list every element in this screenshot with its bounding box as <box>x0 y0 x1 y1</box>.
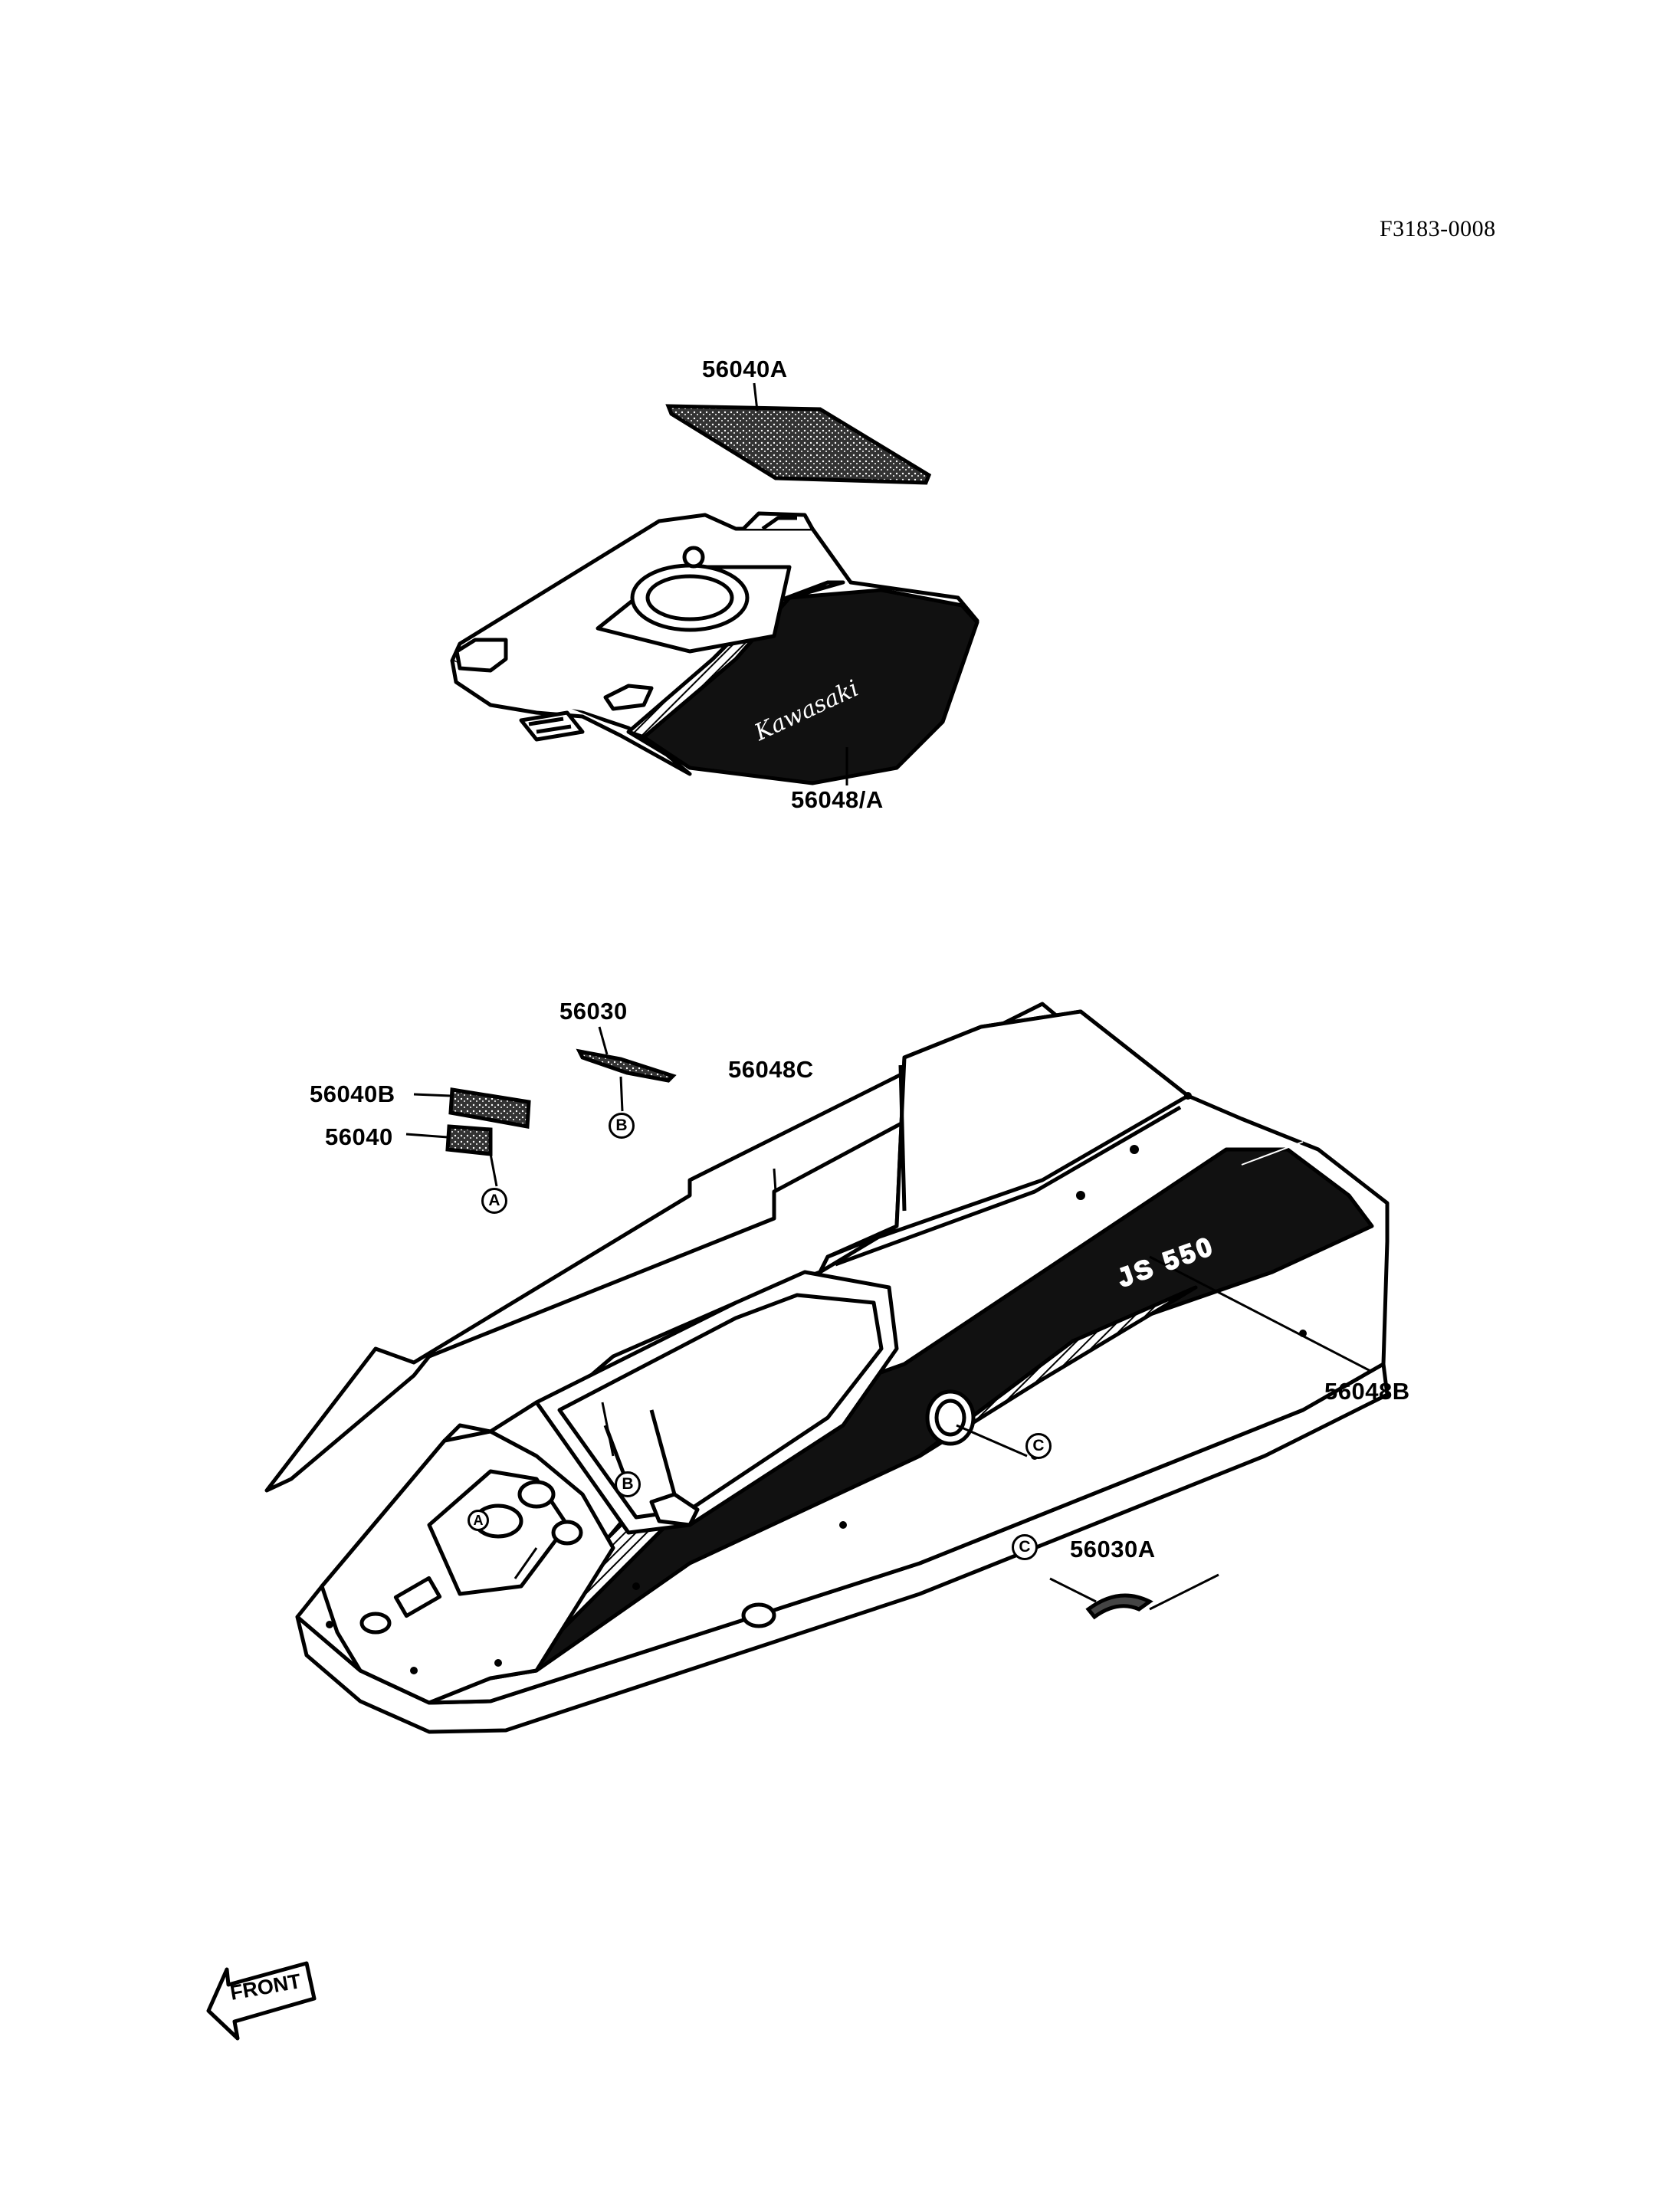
part-label-56040a: 56040A <box>702 356 788 382</box>
part-label-56048c: 56048C <box>728 1056 814 1083</box>
label-56040-shape <box>405 1124 498 1187</box>
decal-56040a-shape <box>665 382 932 485</box>
callout-b-hull: B <box>615 1471 641 1497</box>
callout-a-top: A <box>481 1188 507 1214</box>
hull-shape <box>295 1009 1390 1734</box>
leader-lines <box>514 1255 1373 1611</box>
engine-cover-shape <box>450 511 979 785</box>
part-label-56040b: 56040B <box>310 1080 395 1107</box>
label-56040b-shape <box>413 1087 531 1129</box>
part-label-56048b: 56048B <box>1324 1378 1410 1405</box>
part-label-56048a: 56048/A <box>791 786 884 813</box>
callout-c-hull: C <box>1025 1433 1052 1459</box>
callout-a-hull: A <box>468 1510 489 1531</box>
callout-c-lower: C <box>1012 1534 1038 1560</box>
callout-b-top: B <box>609 1113 635 1139</box>
label-56030-shape <box>576 1026 677 1112</box>
label-56030a-shape <box>1085 1593 1153 1620</box>
part-label-56030: 56030 <box>559 998 628 1025</box>
part-label-56040: 56040 <box>325 1123 393 1150</box>
front-arrow-icon <box>206 1961 317 2041</box>
reference-number: F3183-0008 <box>1380 216 1496 241</box>
part-label-56030a: 56030A <box>1070 1536 1156 1562</box>
